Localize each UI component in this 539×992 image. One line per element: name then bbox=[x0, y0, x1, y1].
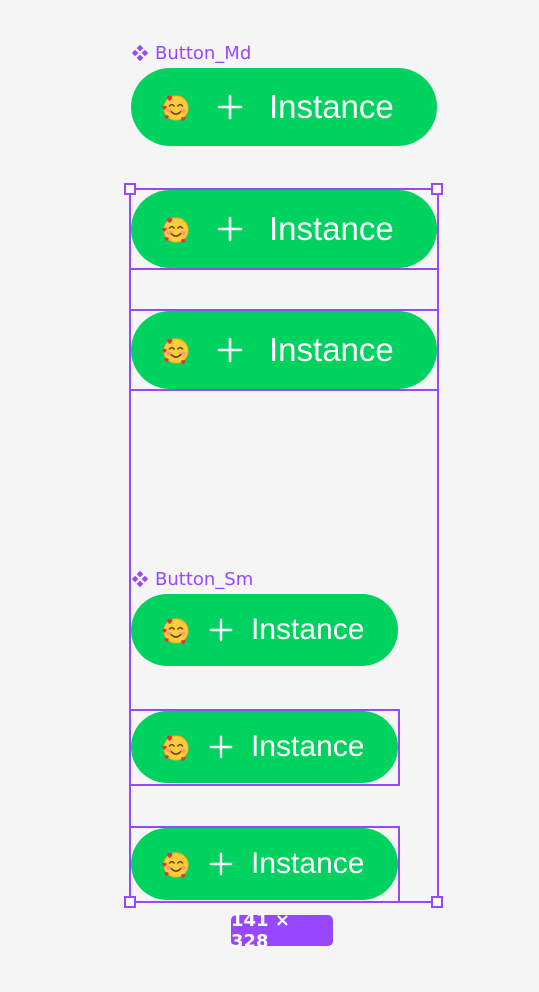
button-md-instance-3[interactable]: Instance bbox=[131, 311, 437, 389]
smiling-face-with-hearts-icon bbox=[161, 214, 191, 244]
smiling-face-with-hearts-icon bbox=[161, 335, 191, 365]
selection-size-badge: 141 × 328 bbox=[231, 910, 333, 952]
resize-handle-top-right[interactable] bbox=[431, 183, 443, 195]
selection-bounding-box bbox=[129, 188, 439, 903]
plus-icon bbox=[217, 216, 243, 242]
component-label-button-md[interactable]: Button_Md bbox=[131, 42, 251, 64]
resize-handle-top-left[interactable] bbox=[124, 183, 136, 195]
resize-handle-bottom-right[interactable] bbox=[431, 896, 443, 908]
resize-handle-bottom-left[interactable] bbox=[124, 896, 136, 908]
smiling-face-with-hearts-icon bbox=[161, 849, 191, 879]
component-name: Button_Sm bbox=[155, 568, 254, 590]
plus-icon bbox=[217, 94, 243, 120]
component-name: Button_Md bbox=[155, 42, 252, 64]
button-md-instance-1[interactable]: Instance bbox=[131, 68, 437, 146]
button-label: Instance bbox=[251, 847, 365, 880]
button-label: Instance bbox=[251, 730, 365, 763]
smiling-face-with-hearts-icon bbox=[161, 92, 191, 122]
button-label: Instance bbox=[269, 331, 394, 368]
button-label: Instance bbox=[269, 210, 394, 247]
plus-icon bbox=[209, 618, 233, 642]
plus-icon bbox=[209, 735, 233, 759]
button-sm-instance-3[interactable]: Instance bbox=[131, 828, 398, 900]
component-label-button-sm[interactable]: Button_Sm bbox=[131, 568, 253, 590]
smiling-face-with-hearts-icon bbox=[161, 615, 191, 645]
button-md-instance-2[interactable]: Instance bbox=[131, 190, 437, 268]
button-sm-instance-2[interactable]: Instance bbox=[131, 711, 398, 783]
button-sm-instance-1[interactable]: Instance bbox=[131, 594, 398, 666]
button-label: Instance bbox=[269, 88, 394, 125]
button-label: Instance bbox=[251, 613, 365, 646]
plus-icon bbox=[217, 337, 243, 363]
component-diamond-icon bbox=[131, 44, 149, 62]
plus-icon bbox=[209, 852, 233, 876]
smiling-face-with-hearts-icon bbox=[161, 732, 191, 762]
component-diamond-icon bbox=[131, 570, 149, 588]
